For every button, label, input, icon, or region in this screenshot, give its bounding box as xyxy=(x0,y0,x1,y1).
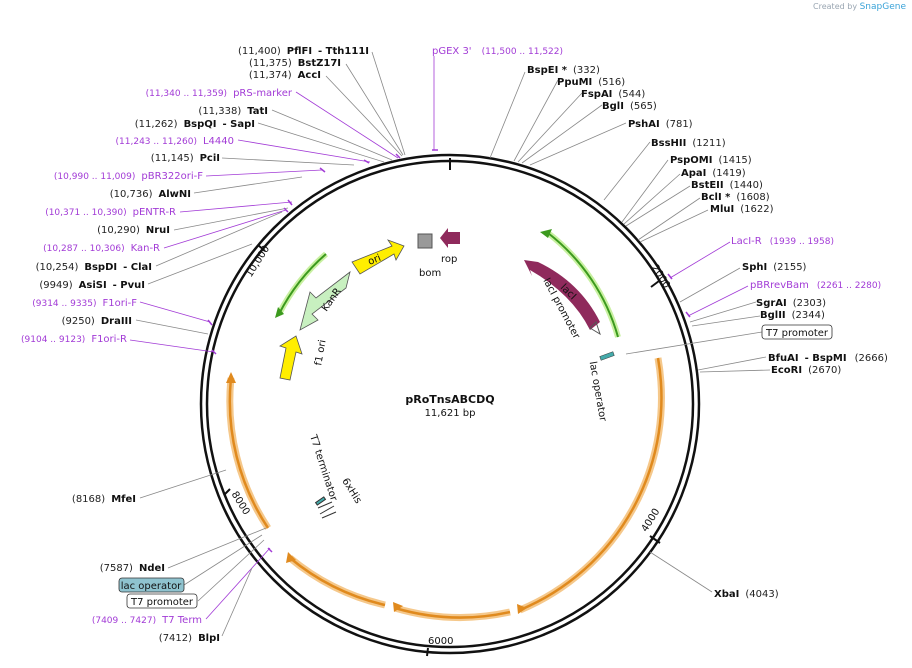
tick-6000: 6000 xyxy=(428,636,453,647)
site-pspomi: PspOMI(1415) xyxy=(670,155,752,166)
site-bsshii: BssHII(1211) xyxy=(651,138,726,149)
kanr-arrow xyxy=(299,270,351,331)
primer-l4440: (11,243 .. 11,260)L4440 xyxy=(116,136,234,147)
site-fspai: FspAI(544) xyxy=(581,89,645,100)
boxed-t7-promoter-left-text: T7 promoter xyxy=(130,597,194,608)
site-bspdi: (10,254)BspDI- ClaI xyxy=(36,262,152,273)
site-sgrai: SgrAI(2303) xyxy=(756,298,826,309)
plasmid-size: 11,621 bp xyxy=(425,408,476,419)
boxed-lac-operator: lac operator xyxy=(118,577,185,593)
site-nrui: (10,290)NruI xyxy=(97,225,170,236)
tns-cds-arcs xyxy=(226,357,665,621)
site-pshai: PshAI(781) xyxy=(628,119,693,130)
site-apai: ApaI(1419) xyxy=(681,168,746,179)
rop-label: rop xyxy=(441,254,457,265)
lac-operator-label: lac operator xyxy=(587,361,609,423)
site-bspei: BspEI *(332) xyxy=(527,65,600,76)
plasmid-name: pRoTnsABCDQ xyxy=(405,393,494,406)
site-draiii: (9250)DraIII xyxy=(62,316,132,327)
primer-pbr322ori-f: (10,990 .. 11,009)pBR322ori-F xyxy=(54,171,203,182)
ori-label: ori xyxy=(367,253,383,268)
primer-pbrrevbam: pBRrevBam(2261 .. 2280) xyxy=(750,280,881,291)
t7-term-marks xyxy=(314,496,337,519)
bom-box xyxy=(417,233,433,249)
snapgene-watermark: Created by SnapGene xyxy=(813,2,906,12)
site-bglii: BglII(2344) xyxy=(760,310,825,321)
site-bgli: BglI(565) xyxy=(602,101,657,112)
primer-laci-r: LacI-R(1939 .. 1958) xyxy=(731,236,834,247)
brand-created-by: Created by xyxy=(813,2,858,11)
site-xbai: XbaI(4043) xyxy=(714,589,779,600)
primer-prs-marker: (11,340 .. 11,359)pRS-marker xyxy=(146,88,293,99)
leader-lines-right xyxy=(433,56,771,593)
green-arcs xyxy=(275,229,621,338)
tns-cds-arrowheads xyxy=(226,372,527,614)
primer-t7-term: (7409 .. 7427)T7 Term xyxy=(92,615,202,626)
right-labels: BspEI *(332) PpuMI(516) FspAI(544) BglI(… xyxy=(527,65,888,600)
site-mfei: (8168)MfeI xyxy=(72,494,136,505)
his6-label: 6xHis xyxy=(339,476,363,505)
rop-arrow xyxy=(440,228,460,248)
leader-lines-left xyxy=(129,51,406,637)
site-alwni: (10,736)AlwNI xyxy=(110,189,191,200)
site-ppumi: PpuMI(516) xyxy=(557,77,625,88)
f1ori-label: f1 ori xyxy=(313,339,328,367)
left-labels: (11,400)PflFI- Tth111I (11,375)BstZ17I (… xyxy=(21,46,369,644)
primer-f1ori-r: (9104 .. 9123)F1ori-R xyxy=(21,334,127,345)
bom-label: bom xyxy=(419,268,441,279)
site-blpi: (7412)BlpI xyxy=(159,633,220,644)
f1ori-arrow xyxy=(279,335,303,381)
site-bcli: BclI *(1608) xyxy=(701,192,770,203)
primer-pentr-r: (10,371 .. 10,390)pENTR-R xyxy=(45,207,176,218)
primer-marks-right xyxy=(432,149,691,318)
site-sphi: SphI(2155) xyxy=(742,262,807,273)
boxed-lac-operator-text: lac operator xyxy=(121,581,182,592)
site-ecori: EcoRI(2670) xyxy=(771,365,841,376)
brand-name: SnapGene xyxy=(859,2,906,12)
tick-10000: 10,000 xyxy=(244,244,272,280)
site-bsteii: BstEII(1440) xyxy=(691,180,763,191)
site-tati: (11,338)TatI xyxy=(198,106,268,117)
scale-ticks xyxy=(223,158,661,657)
site-pflfi: (11,400)PflFI- Tth111I xyxy=(238,46,369,57)
primer-f1ori-f: (9314 .. 9335)F1ori-F xyxy=(32,298,137,309)
site-bspqi: (11,262)BspQI- SapI xyxy=(135,119,255,130)
site-ndei: (7587)NdeI xyxy=(100,563,165,574)
boxed-t7-promoter-left: T7 promoter xyxy=(126,593,198,609)
t7-terminator-label: T7 terminator xyxy=(307,433,339,504)
site-bstz17i: (11,375)BstZ17I xyxy=(249,58,341,69)
site-pcii: (11,145)PciI xyxy=(151,153,220,164)
boxed-t7-promoter-right-text: T7 promoter xyxy=(765,328,829,339)
site-asisi: (9949)AsiSI- PvuI xyxy=(39,280,145,291)
primer-pgex3: pGEX 3'(11,500 .. 11,522) xyxy=(432,46,563,57)
lac-operator-mark xyxy=(599,351,615,361)
boxed-t7-promoter-right: T7 promoter xyxy=(761,324,833,340)
site-bfuai: BfuAI- BspMI(2666) xyxy=(768,353,888,364)
ori-arrow xyxy=(351,239,405,275)
site-mlui: MluI(1622) xyxy=(710,204,774,215)
primer-kan-r: (10,287 .. 10,306)Kan-R xyxy=(43,243,160,254)
site-acci: (11,374)AccI xyxy=(249,70,321,81)
primer-marks-left xyxy=(207,153,401,553)
